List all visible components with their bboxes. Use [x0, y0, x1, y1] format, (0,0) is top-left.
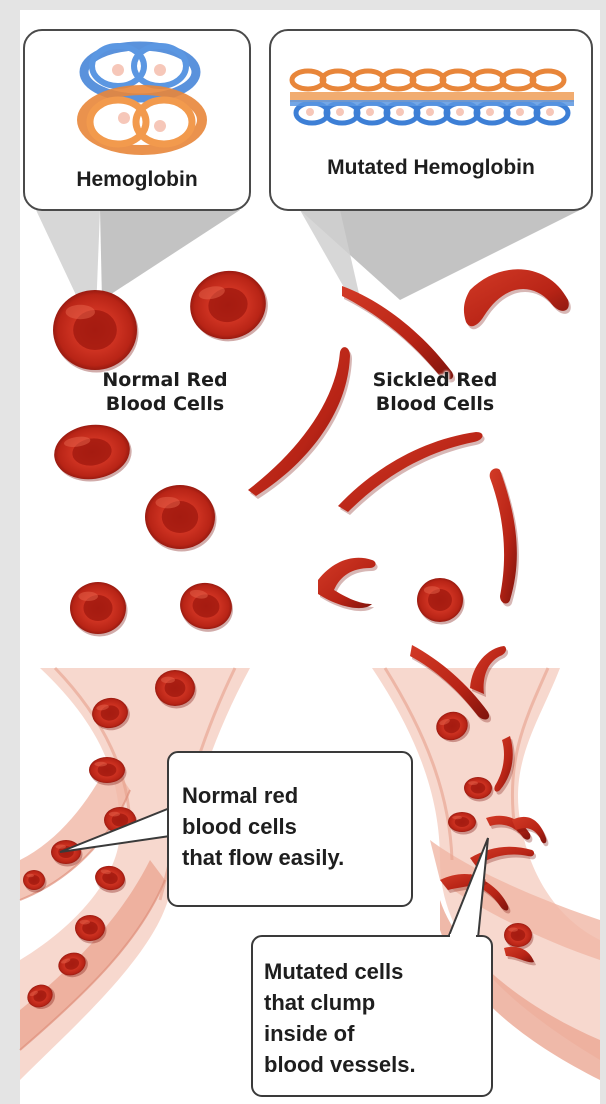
heme-group — [366, 108, 374, 116]
heme-group — [456, 108, 464, 116]
mutated-clump-line2: that clump — [264, 987, 486, 1018]
normal-flow-note-text: Normal red blood cells that flow easily. — [182, 780, 408, 873]
heme-group — [546, 108, 554, 116]
normal-flow-line2: blood cells — [182, 811, 408, 842]
sickled-cells-label-line2: Blood Cells — [340, 392, 530, 416]
mutated-clump-line3: inside of — [264, 1018, 486, 1049]
heme-group — [426, 108, 434, 116]
sickled-cells-label: Sickled Red Blood Cells — [340, 368, 530, 416]
polymer-chain-core-blue — [290, 100, 574, 106]
sickled-cells-label-line1: Sickled Red — [340, 368, 530, 392]
hemoglobin-label: Hemoglobin — [24, 166, 250, 193]
mutated-hemoglobin-label: Mutated Hemoglobin — [270, 154, 592, 181]
mutated-clump-line4: blood vessels. — [264, 1049, 486, 1080]
heme-group — [486, 108, 494, 116]
heme-group — [396, 108, 404, 116]
heme-group — [516, 108, 524, 116]
heme-group — [336, 108, 344, 116]
normal-cells-label-line2: Blood Cells — [70, 392, 260, 416]
mutated-clump-note-text: Mutated cells that clump inside of blood… — [264, 956, 486, 1080]
normal-flow-line3: that flow easily. — [182, 842, 408, 873]
normal-cells-label-line1: Normal Red — [70, 368, 260, 392]
normal-cells-label: Normal Red Blood Cells — [70, 368, 260, 416]
heme-group — [306, 108, 314, 116]
normal-flow-line1: Normal red — [182, 780, 408, 811]
mutated-clump-line1: Mutated cells — [264, 956, 486, 987]
